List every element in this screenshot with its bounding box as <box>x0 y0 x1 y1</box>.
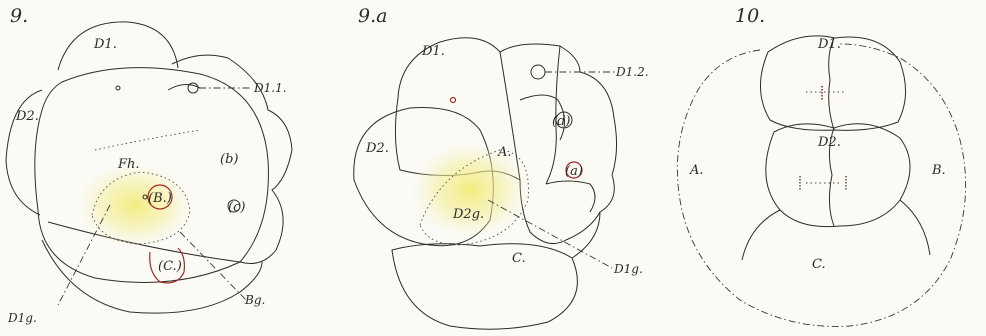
label-d1-10: D1. <box>817 37 841 52</box>
figure-9a: 9.a D1. D1.2. D2. (d) A. (a) D2g. C. D1g… <box>354 5 649 329</box>
cell-b-c-boundary <box>900 200 930 255</box>
label-a-9a: A. <box>497 145 512 160</box>
pointer-bg <box>180 232 246 300</box>
label-d-small: (d) <box>552 114 570 129</box>
nucleus-d1-9a <box>451 98 456 103</box>
label-d2-9a: D2. <box>365 141 389 156</box>
label-c-10: C. <box>812 257 826 272</box>
label-d1-9a: D1. <box>421 44 445 59</box>
label-b-10: B. <box>931 163 946 178</box>
nucleus-d11 <box>188 83 198 93</box>
figure-9a-number: 9.a <box>358 5 387 27</box>
label-fh: Fh. <box>117 157 140 172</box>
cleavage-dots <box>95 130 200 150</box>
label-a-10: A. <box>689 163 704 178</box>
label-b-cell: (B.) <box>148 191 172 206</box>
label-c-small: (c) <box>228 200 245 215</box>
figure-10-number: 10. <box>735 5 765 27</box>
label-c-9a: C. <box>512 251 526 266</box>
label-d1g-9a: D1g. <box>613 262 643 276</box>
label-c-cell: (C.) <box>158 259 182 274</box>
label-d1: D1. <box>93 37 117 52</box>
nucleus-d1 <box>116 86 120 90</box>
pointer-d1g-9a <box>488 200 612 268</box>
cell-a-c-boundary <box>742 210 780 260</box>
label-d2-10: D2. <box>817 135 841 150</box>
label-bg: Bg. <box>244 293 265 307</box>
label-a-small: (a) <box>565 164 583 179</box>
cell-a-outline <box>546 181 595 212</box>
cell-inner-contour <box>168 84 200 90</box>
label-d12: D1.2. <box>615 65 649 79</box>
label-d2g: D2g. <box>452 207 484 222</box>
cell-c-outline <box>42 240 262 313</box>
label-d11: D1.1. <box>253 81 287 95</box>
cell-c-9a <box>392 244 577 329</box>
cell-d1-outline <box>58 22 178 70</box>
nucleus-d12 <box>531 65 545 79</box>
label-d1g: D1g. <box>7 311 37 325</box>
figure-9: 9. D1. D2. D1.1. Fh. (b) (B.) (c) (C.) D… <box>6 5 292 325</box>
figure-9-number: 9. <box>10 5 28 27</box>
label-b-small: (b) <box>220 152 238 167</box>
label-d2: D2. <box>15 109 39 124</box>
figure-10: 10. D1. D2. A. B. C. <box>677 5 965 326</box>
